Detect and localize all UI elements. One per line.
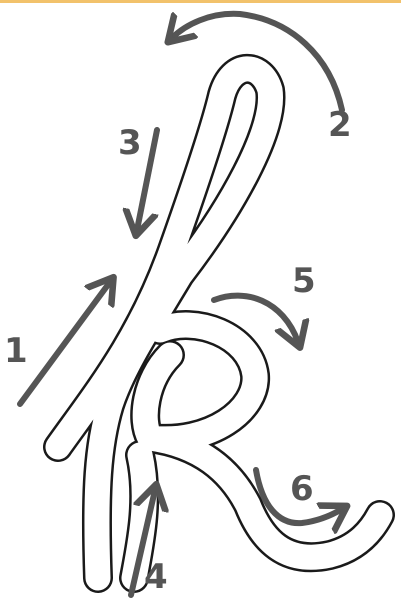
stroke-6-label: 6 bbox=[290, 469, 314, 509]
stroke-3-label: 3 bbox=[118, 123, 142, 163]
stroke-1-label: 1 bbox=[4, 331, 28, 371]
letter-outline bbox=[58, 69, 380, 578]
stroke-2-label: 2 bbox=[328, 105, 352, 145]
stroke-5-label: 5 bbox=[292, 261, 316, 301]
stroke-4-label: 4 bbox=[144, 557, 168, 597]
